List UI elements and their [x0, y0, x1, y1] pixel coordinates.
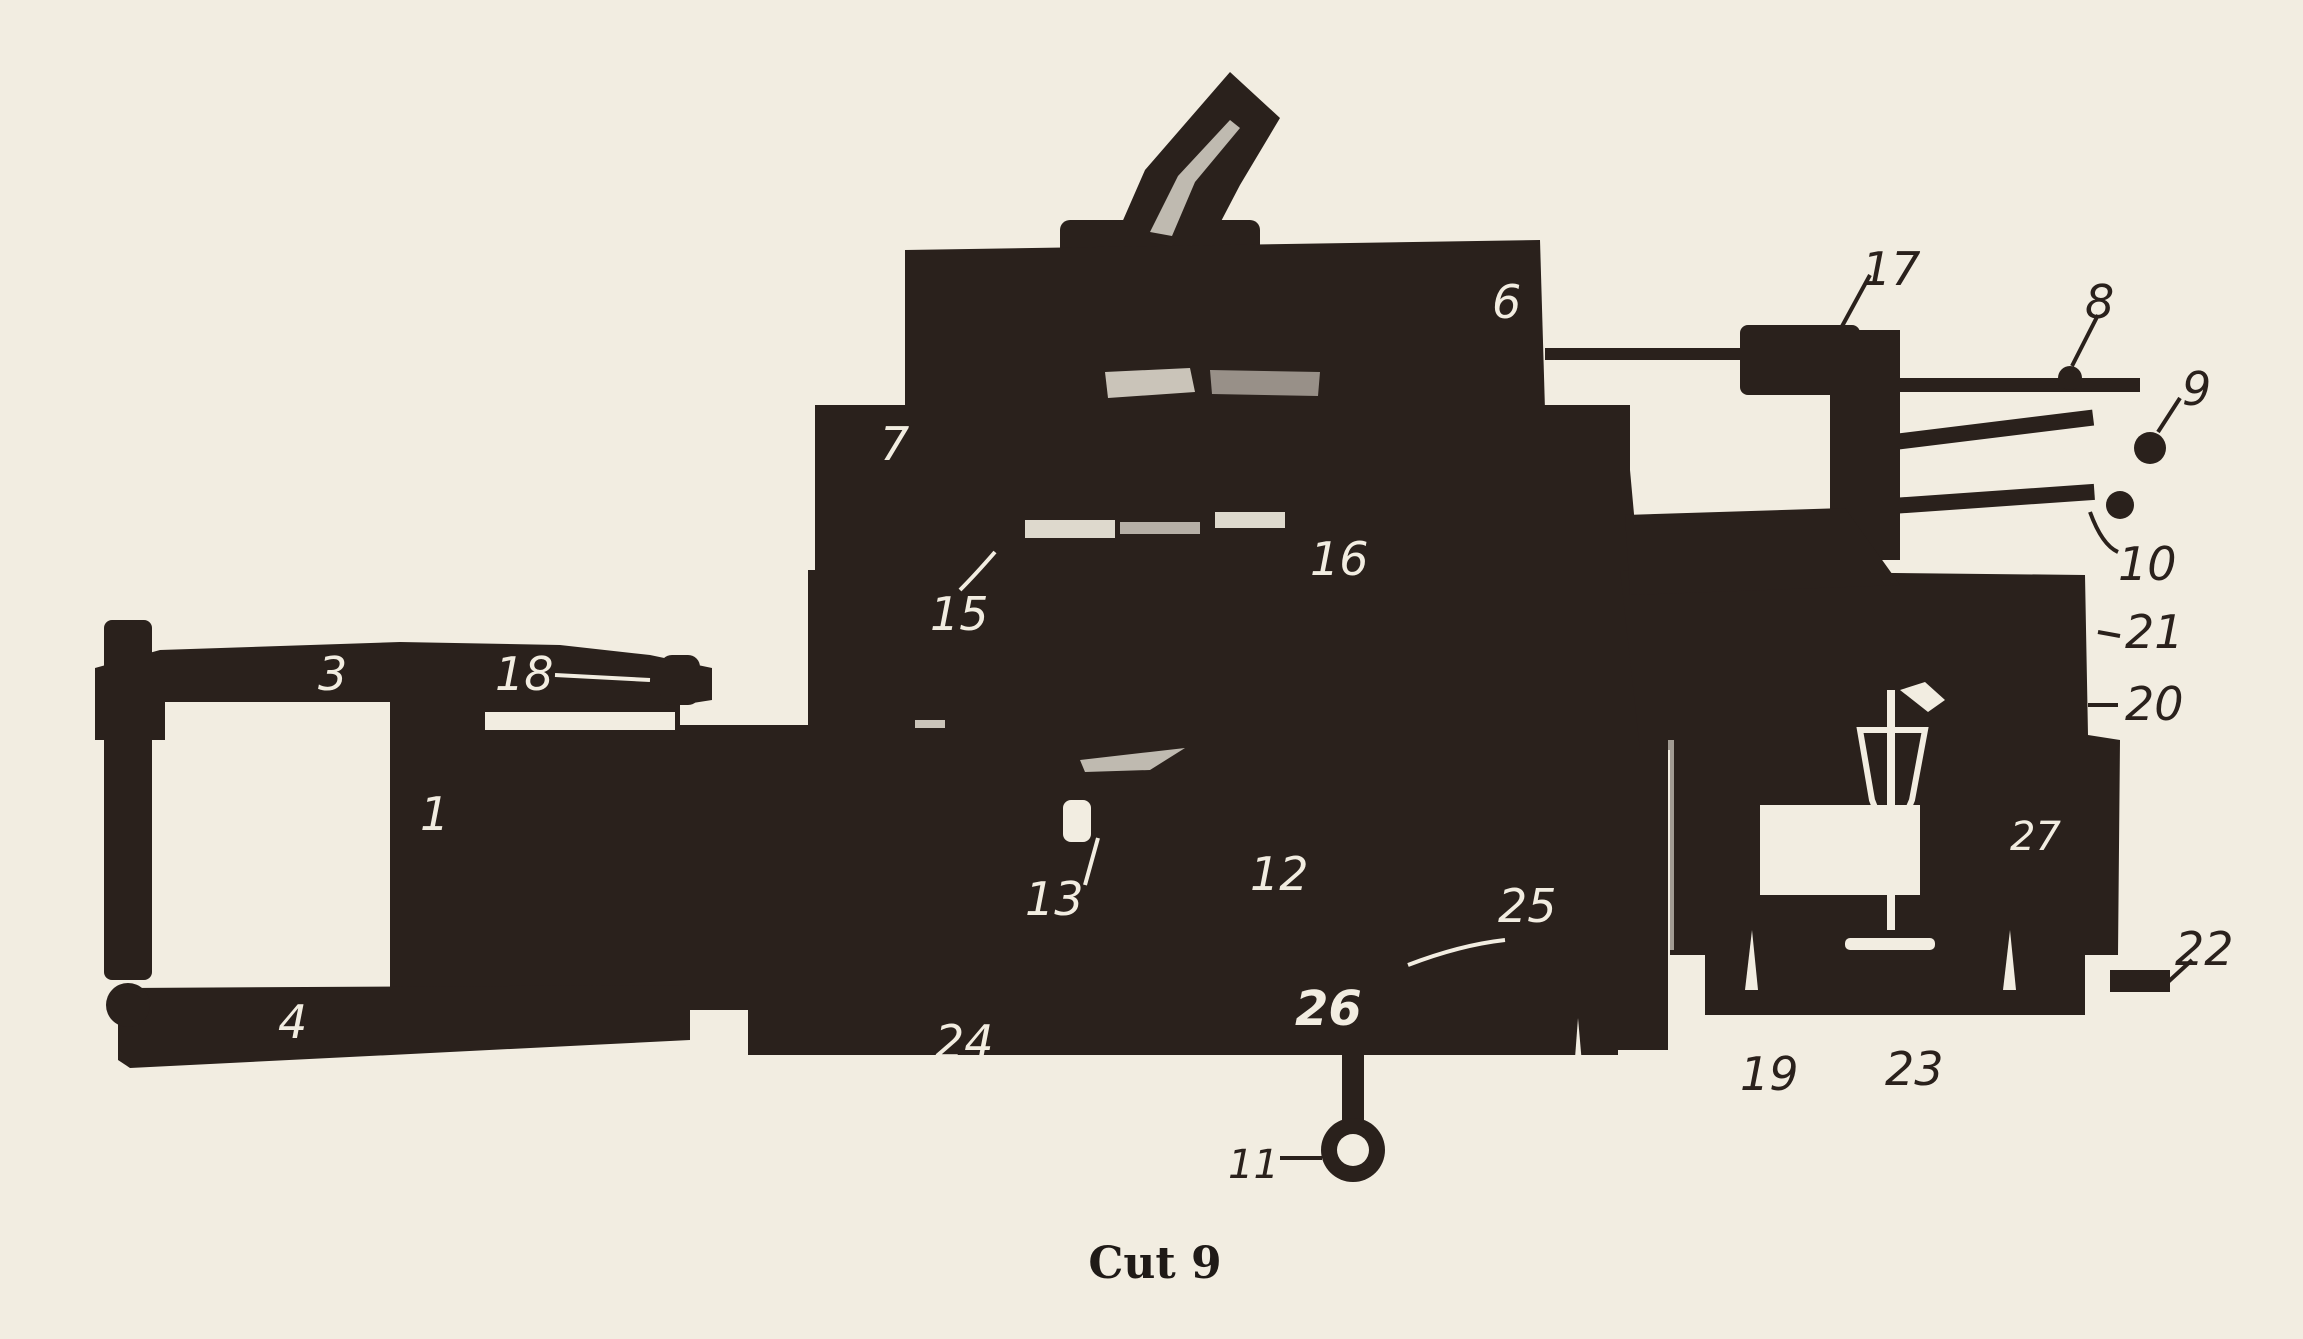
knob-13	[1063, 800, 1091, 842]
leader-21	[2097, 630, 2121, 638]
machine-highlights	[165, 120, 1920, 982]
label-4: 4	[278, 995, 307, 1049]
label-20: 20	[2125, 677, 2184, 731]
lever-9	[1844, 409, 2095, 456]
streak-c	[1025, 520, 1115, 538]
label-19: 19	[1740, 1047, 1799, 1101]
leader-9	[2156, 396, 2182, 434]
streak-f	[915, 720, 945, 728]
label-9: 9	[2182, 362, 2211, 416]
streak-d	[1215, 512, 1285, 528]
label-6: 6	[1492, 275, 1521, 329]
label-3: 3	[318, 647, 347, 701]
pins	[1572, 930, 2016, 1098]
leader-18	[554, 673, 651, 682]
label-23: 23	[1885, 1042, 1944, 1096]
left-rod	[104, 620, 152, 980]
label-16: 16	[1310, 532, 1369, 586]
label-13: 13	[1025, 872, 1084, 926]
label-17: 17	[1862, 242, 1921, 296]
label-25: 25	[1498, 879, 1557, 933]
glass-top	[1900, 682, 1945, 712]
machine-silhouette	[95, 72, 2170, 1182]
label-7: 7	[880, 417, 909, 471]
streak-g	[1080, 748, 1185, 772]
figure-caption: Cut 9	[1088, 1238, 1221, 1289]
frame-window	[165, 702, 390, 982]
streak-b	[1210, 370, 1320, 396]
linkage-plate	[1625, 508, 1900, 595]
leader-8	[2070, 314, 2100, 367]
top-block	[905, 240, 1545, 410]
left-edge-streak	[1668, 740, 1674, 950]
top-bar-gap	[485, 712, 675, 730]
pin-right	[2003, 930, 2016, 990]
leader-13	[1083, 837, 1100, 886]
leader-10	[2088, 511, 2119, 554]
arm-stub	[690, 730, 820, 1010]
label-11: 11	[1228, 1142, 1279, 1188]
leader-22	[2166, 958, 2194, 984]
leader-17	[1838, 274, 1872, 331]
glass-stem	[1887, 690, 1895, 930]
label-22: 22	[2175, 922, 2234, 976]
label-26: 26	[1295, 981, 1362, 1037]
lower-step	[748, 990, 1618, 1055]
label-15: 15	[930, 587, 989, 641]
label-10: 10	[2118, 537, 2177, 591]
pin-lower	[1572, 1018, 1585, 1098]
leader-15	[958, 550, 997, 592]
frame-upright	[390, 700, 680, 1020]
label-21: 21	[2125, 605, 2184, 659]
leaders	[554, 274, 2194, 1160]
lever-10-knob	[2106, 491, 2134, 519]
label-24: 24	[935, 1015, 994, 1069]
label-8: 8	[2085, 275, 2114, 329]
ring-hole	[1337, 1134, 1369, 1166]
pin-left	[1745, 930, 1758, 990]
label-18: 18	[495, 647, 554, 701]
lever-8-knob	[2058, 366, 2082, 390]
glass-base	[1845, 938, 1935, 950]
streak-a	[1105, 368, 1195, 398]
right-cavity	[1760, 805, 1920, 895]
streak-e	[1120, 522, 1200, 534]
spout-highlight	[1150, 120, 1240, 236]
hinge-knob	[660, 655, 700, 705]
central-body	[808, 570, 1668, 1050]
label-27: 27	[2010, 814, 2061, 860]
pivot-knob	[106, 983, 150, 1027]
glass-valve	[1845, 682, 1945, 950]
label-12: 12	[1250, 847, 1309, 901]
ring-stem	[1342, 1040, 1364, 1130]
labels: 1 3 4 18 6 7 15 16 12 13 25 26 24 27 17 …	[278, 242, 2234, 1188]
label-1: 1	[420, 787, 449, 841]
bottom-bar	[118, 985, 690, 1068]
middle-block	[815, 405, 1640, 580]
bolt-22	[2110, 970, 2170, 992]
lever-9-knob	[2134, 432, 2166, 464]
leader-25	[1407, 938, 1506, 967]
